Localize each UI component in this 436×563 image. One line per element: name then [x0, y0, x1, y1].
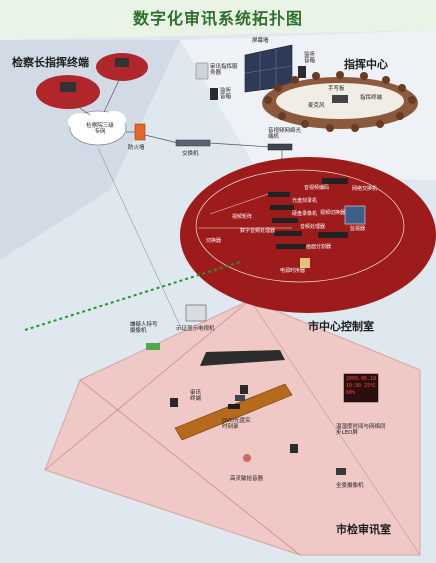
floor-diagonal-3 — [249, 299, 421, 556]
control-racks — [268, 178, 366, 268]
label-pickup: 高灵敏拾音器 — [230, 476, 264, 482]
label-network: 检察院三级专网 — [86, 123, 114, 135]
control-label-11: 视频切换器 — [320, 210, 346, 216]
av-optical-device — [267, 143, 293, 151]
speaker-right — [298, 66, 306, 78]
switch-device — [175, 139, 211, 147]
control-label-9: 电源时序器 — [280, 268, 306, 274]
label-server: 审讯指挥服务器 — [210, 64, 238, 76]
floor-diagonal-1 — [79, 379, 301, 556]
command-chairs — [264, 71, 416, 132]
suspect-camera-device — [146, 343, 160, 350]
link-switch-optical — [209, 142, 271, 148]
control-label-6: 视频矩阵 — [232, 214, 253, 220]
control-label-10: 网络交换机 — [352, 186, 378, 192]
interrogation-desk — [174, 383, 293, 441]
dvd-recorder-device — [228, 404, 240, 409]
label-handwriting: 手写板 — [328, 86, 345, 92]
control-label-3: 硬盘录像机 — [292, 211, 318, 217]
label-command-terminal: 指挥终端 — [360, 95, 383, 101]
top-desk — [200, 350, 285, 366]
speaker-left — [210, 88, 218, 100]
panorama-camera-device — [336, 468, 346, 475]
label-switch: 交换机 — [182, 151, 199, 157]
led-readout: 2009.06.18 10:30 25℃ 60% — [346, 376, 377, 396]
page-title: 数字化审讯系统拓扑图 — [132, 9, 303, 28]
label-av-optical: 音视频网络光端机 — [268, 128, 302, 140]
label-interrogation-terminal: 审讯终端 — [190, 390, 202, 402]
label-temp-led: 温湿度时间与网络同步LED屏 — [336, 424, 386, 436]
pickup-device — [243, 454, 251, 462]
control-label-12: 监视器 — [350, 226, 366, 232]
led-screen — [343, 373, 379, 403]
network-cloud-puff-1 — [68, 113, 92, 131]
control-label-2: 光盘刻录机 — [292, 198, 318, 204]
zone-label-command: 指挥中心 — [344, 58, 388, 71]
zone-label-control: 市中心控制室 — [308, 320, 374, 333]
label-firewall: 防火墙 — [128, 145, 145, 151]
zone-label-chief: 检察长指挥终端 — [12, 56, 89, 69]
control-inner-ring — [195, 169, 405, 283]
link-firewall-switch — [144, 134, 179, 144]
control-label-5: 画面分割器 — [306, 244, 332, 250]
interrogation-terminal-device — [235, 395, 245, 401]
link-chief-cloud-2 — [103, 77, 121, 113]
label-suspect-camera: 嫌疑人特写摄像机 — [130, 322, 158, 334]
firewall-device — [134, 123, 146, 141]
link-chief-cloud-1 — [67, 99, 91, 116]
control-label-4: 音频处理器 — [300, 224, 326, 230]
evidence-tv-device — [185, 304, 207, 322]
control-room-disk — [180, 157, 436, 313]
dotted-link — [24, 261, 241, 331]
floor-diagonal-2 — [44, 299, 251, 471]
label-speaker-1: 监听音箱 — [220, 88, 232, 100]
label-dvd-burn: DVD光盘实时刻录 — [222, 418, 251, 430]
control-label-1: 音视频编码 — [304, 185, 330, 191]
faint-link — [97, 147, 183, 331]
screen-grid-h — [244, 65, 293, 74]
chairs — [170, 385, 298, 453]
control-label-8: 数字音频处理器 — [240, 228, 276, 234]
label-evidence-tv: 示证显示电视机 — [176, 326, 215, 332]
zone-label-interrogation: 市检审讯室 — [336, 523, 391, 536]
network-cloud-puff-2 — [102, 111, 126, 129]
chief-laptop-2 — [115, 58, 129, 67]
command-terminal-device — [332, 95, 348, 103]
control-wire-2 — [209, 193, 269, 215]
control-label-7: 切换器 — [206, 238, 222, 244]
label-microphone: 麦克风 — [308, 103, 325, 109]
label-speaker-2: 监听音箱 — [304, 52, 316, 64]
server-device — [195, 62, 209, 80]
chief-laptop-1 — [60, 82, 76, 92]
label-screen-wall: 屏幕墙 — [252, 38, 269, 44]
label-panorama-camera: 全景摄像机 — [336, 483, 364, 489]
